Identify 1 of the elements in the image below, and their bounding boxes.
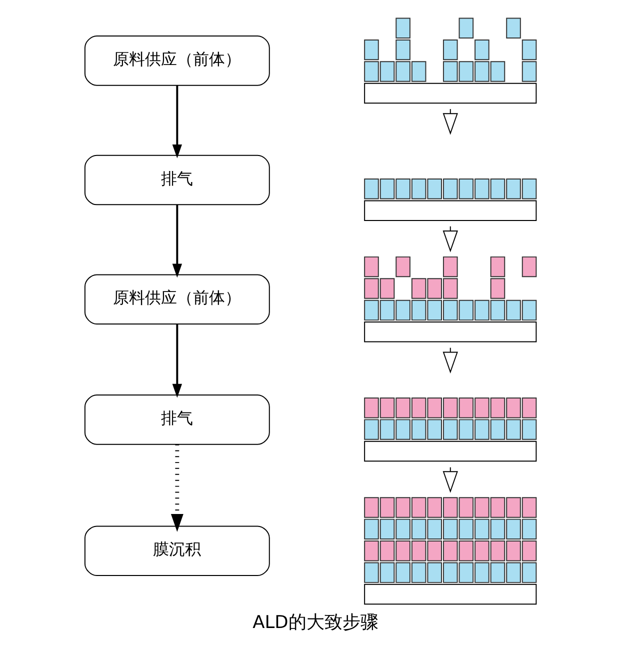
caption: ALD的大致步骤 [252, 613, 378, 634]
